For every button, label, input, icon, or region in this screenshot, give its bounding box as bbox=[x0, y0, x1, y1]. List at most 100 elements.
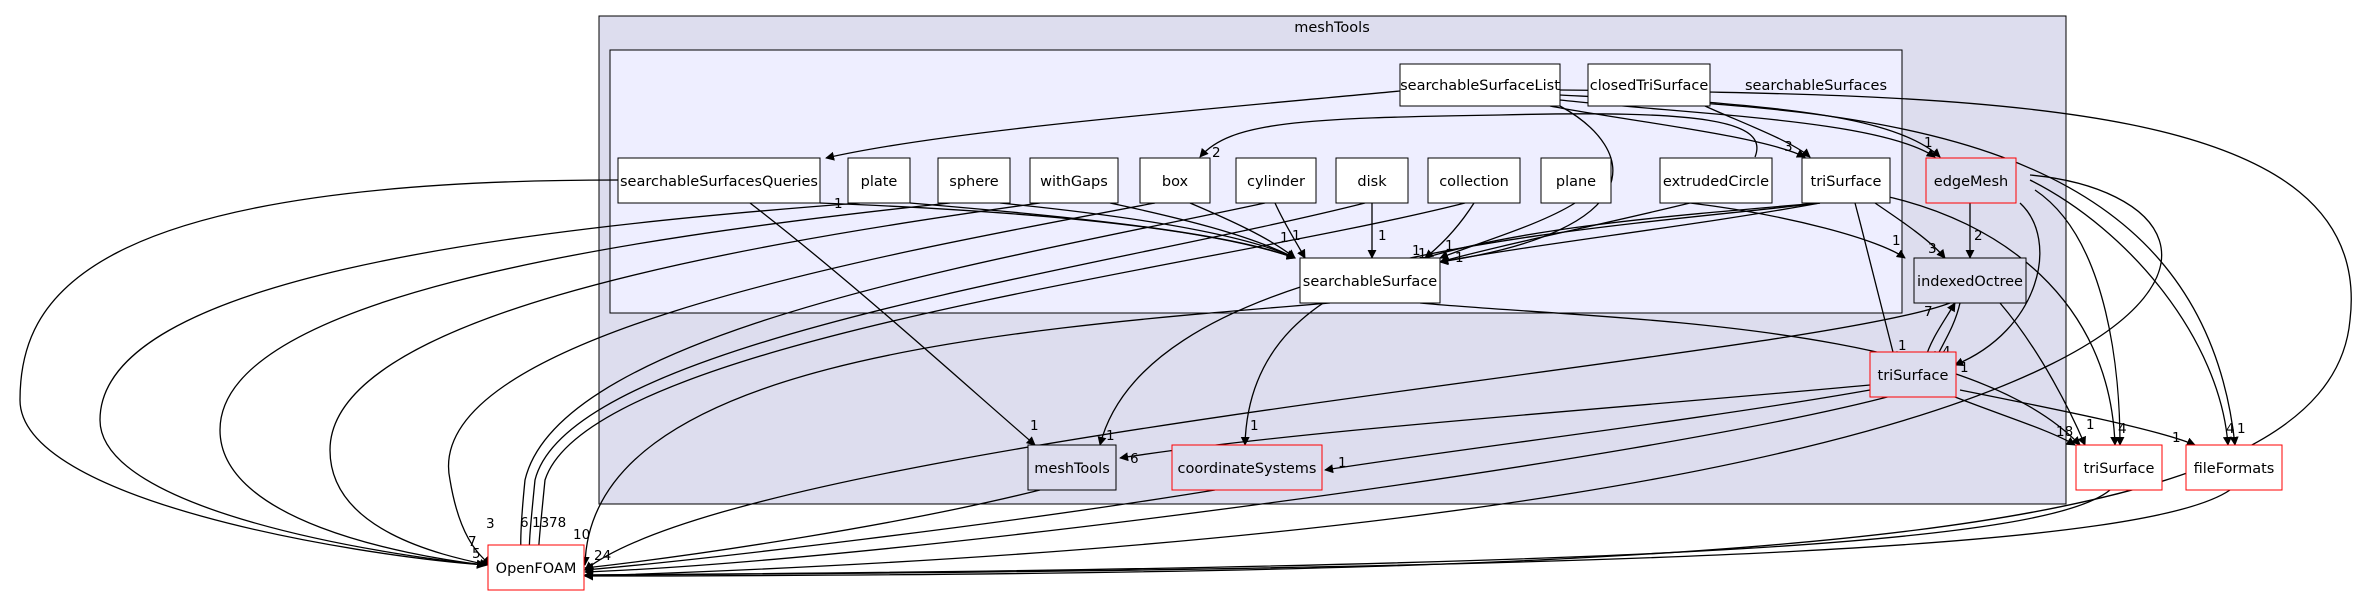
node-extrudedCircle[interactable]: extrudedCircle bbox=[1659, 157, 1773, 204]
label-coll-ss: 1 bbox=[1412, 243, 1421, 259]
edge-ssq-of bbox=[19, 179, 619, 569]
label-ext-box: 2 bbox=[1212, 145, 1221, 161]
edge-cs-of bbox=[584, 489, 1216, 574]
edge-ssl-of bbox=[584, 89, 2352, 581]
node-meshTools-label: meshTools bbox=[1034, 461, 1110, 477]
node-searchableSurface-label: searchableSurface bbox=[1303, 274, 1438, 290]
edge-tri-trired bbox=[1854, 202, 1898, 361]
node-sphere[interactable]: sphere bbox=[937, 157, 1011, 204]
node-withGaps[interactable]: withGaps bbox=[1029, 157, 1119, 204]
nodes: searchableSurfaceList closedTriSurface s… bbox=[487, 63, 2283, 591]
label-box-ss: 1 bbox=[1292, 228, 1301, 244]
label-ext-io: 1 bbox=[1892, 233, 1901, 249]
edge-box-of bbox=[447, 202, 1156, 566]
label-tri-cs: 1 bbox=[1250, 418, 1259, 434]
edge-trired-of bbox=[584, 394, 1896, 577]
label-trired-mt: 6 bbox=[1130, 451, 1139, 467]
label-plane-ss: 1 bbox=[1418, 246, 1427, 262]
cluster-searchableSurfaces-title: searchableSurfaces bbox=[1745, 78, 1887, 94]
edge-withgaps-of bbox=[329, 202, 1041, 568]
node-meshTools[interactable]: meshTools bbox=[1027, 444, 1117, 491]
node-collection[interactable]: collection bbox=[1427, 157, 1521, 204]
node-edgeMesh[interactable]: edgeMesh bbox=[1925, 157, 2017, 204]
node-cylinder[interactable]: cylinder bbox=[1235, 157, 1317, 204]
label-ssl-ff: 1 bbox=[2237, 421, 2246, 437]
node-withGaps-label: withGaps bbox=[1040, 174, 1108, 190]
label-tri-trired: 1 bbox=[1898, 338, 1907, 354]
edge-triext-of bbox=[584, 489, 2111, 580]
label-tri-mt: 1 bbox=[1106, 428, 1115, 444]
edge-sphere-ss bbox=[999, 202, 1296, 259]
node-coordinateSystems-label: coordinateSystems bbox=[1178, 461, 1317, 477]
node-closedTriSurface[interactable]: closedTriSurface bbox=[1587, 63, 1711, 107]
node-cylinder-label: cylinder bbox=[1247, 174, 1305, 190]
label-ssl-ss: 1 bbox=[1455, 250, 1464, 266]
edge-io-of bbox=[584, 302, 1951, 571]
node-OpenFOAM-label: OpenFOAM bbox=[496, 561, 577, 577]
edge-ssl-ssq bbox=[825, 90, 1401, 161]
node-edgeMesh-label: edgeMesh bbox=[1934, 174, 2008, 190]
node-searchableSurfacesQueries-label: searchableSurfacesQueries bbox=[620, 174, 818, 190]
edge-cyl-ss bbox=[1274, 202, 1306, 259]
node-collection-label: collection bbox=[1439, 174, 1509, 190]
node-fileFormats[interactable]: fileFormats bbox=[2185, 444, 2283, 491]
label-edge-ff: 4 bbox=[2226, 421, 2235, 437]
label-trired-triext: 18 bbox=[2056, 424, 2073, 440]
label-of-8: 24 bbox=[594, 548, 611, 564]
label-cyl-ss: 1 bbox=[1280, 230, 1289, 246]
edge-mt-of bbox=[584, 489, 1041, 572]
label-of-7: 5 bbox=[472, 546, 481, 562]
node-triSurface-red-label: triSurface bbox=[1878, 368, 1949, 384]
cluster-meshTools-title: meshTools bbox=[1294, 20, 1370, 36]
label-of-5: 10 bbox=[573, 527, 590, 543]
label-tri-io: 3 bbox=[1928, 241, 1937, 257]
node-closedTriSurface-label: closedTriSurface bbox=[1590, 78, 1709, 94]
edge-withgaps-ss bbox=[1109, 202, 1296, 259]
node-triSurface-inner[interactable]: triSurface bbox=[1801, 157, 1891, 204]
edge-trired-ff bbox=[1959, 389, 2196, 446]
edge-tri-ss bbox=[1439, 202, 1821, 265]
node-triSurface-red[interactable]: triSurface bbox=[1869, 351, 1957, 398]
node-coordinateSystems[interactable]: coordinateSystems bbox=[1171, 444, 1323, 491]
edge-ctri-tri bbox=[1704, 105, 1811, 158]
edge-coll-of bbox=[533, 202, 1466, 566]
edge-sphere-of bbox=[219, 202, 951, 569]
node-searchableSurfaceList-label: searchableSurfaceList bbox=[1400, 78, 1560, 94]
edge-disk-of bbox=[524, 202, 1366, 566]
edge-ssq-mt bbox=[749, 202, 1036, 446]
edge-trired-cs bbox=[1324, 389, 1871, 474]
edge-edge-triext bbox=[2034, 189, 2125, 446]
label-ssq-mt: 1 bbox=[1030, 418, 1039, 434]
edge-edge-ff bbox=[2029, 179, 2232, 446]
node-box[interactable]: box bbox=[1139, 157, 1211, 204]
node-disk[interactable]: disk bbox=[1335, 157, 1409, 204]
label-edge-trired: 1 bbox=[1960, 360, 1969, 376]
label-of-2: 6 bbox=[520, 515, 529, 531]
node-searchableSurface[interactable]: searchableSurface bbox=[1299, 257, 1441, 304]
node-OpenFOAM[interactable]: OpenFOAM bbox=[487, 544, 585, 591]
edge-ssl-tri bbox=[1549, 105, 1806, 158]
node-searchableSurfaceList[interactable]: searchableSurfaceList bbox=[1399, 63, 1561, 107]
node-sphere-label: sphere bbox=[949, 174, 999, 190]
label-of-4: 78 bbox=[549, 515, 566, 531]
edge-io-triext bbox=[1999, 302, 2086, 446]
node-triSurface-ext-label: triSurface bbox=[2084, 461, 2155, 477]
edge-ss-of bbox=[580, 302, 1331, 566]
node-disk-label: disk bbox=[1357, 174, 1387, 190]
node-plane[interactable]: plane bbox=[1540, 157, 1612, 204]
edge-ss-triext bbox=[1419, 302, 2081, 446]
edge-plane-ss bbox=[1439, 202, 1576, 260]
label-ssl-tri: 3 bbox=[1784, 139, 1793, 155]
edge-edge-trired bbox=[1954, 202, 2041, 367]
edge-tri-io bbox=[1874, 202, 1946, 259]
label-trired-ff: 1 bbox=[2172, 430, 2181, 446]
label-edge-io: 2 bbox=[1974, 228, 1983, 244]
node-triSurface-ext[interactable]: triSurface bbox=[2075, 444, 2163, 491]
node-fileFormats-label: fileFormats bbox=[2194, 461, 2275, 477]
node-plate[interactable]: plate bbox=[847, 157, 911, 204]
node-searchableSurfacesQueries[interactable]: searchableSurfacesQueries bbox=[617, 157, 821, 204]
edge-ext-box bbox=[1199, 113, 1758, 158]
label-of-1: 3 bbox=[486, 516, 495, 532]
node-indexedOctree[interactable]: indexedOctree bbox=[1913, 257, 2027, 304]
